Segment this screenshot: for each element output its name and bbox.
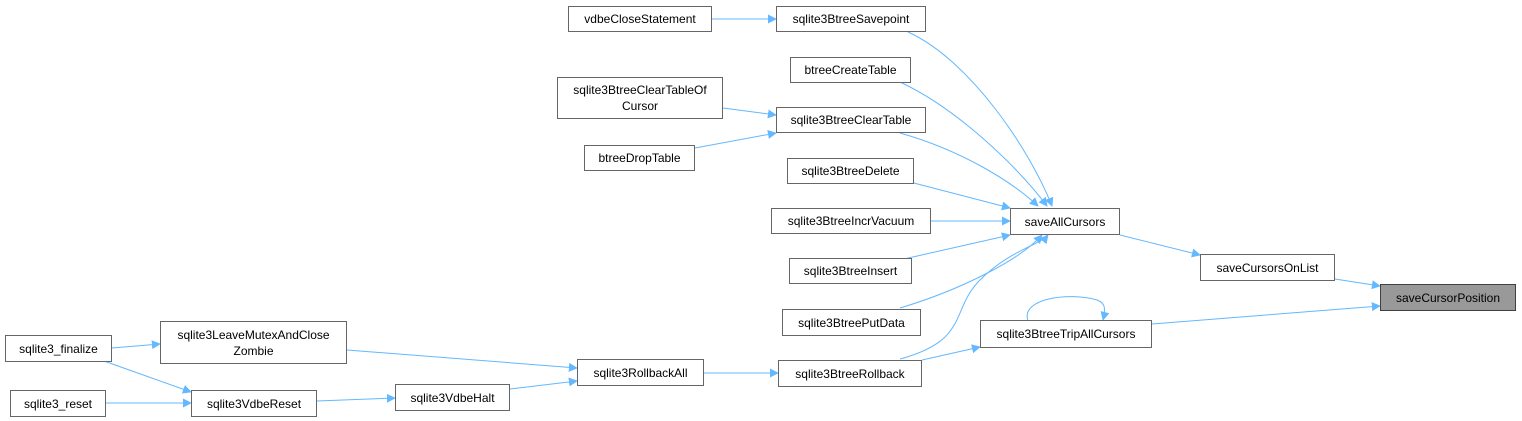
node-sqlite3VdbeReset[interactable]: sqlite3VdbeReset: [191, 390, 317, 417]
node-vdbeCloseStatement[interactable]: vdbeCloseStatement: [568, 6, 712, 32]
node-sqlite3BtreeInsert[interactable]: sqlite3BtreeInsert: [789, 258, 912, 284]
node-sqlite3_reset[interactable]: sqlite3_reset: [10, 390, 106, 417]
edge-sqlite3LeaveMutexAndCloseZombie-to-sqlite3RollbackAll: [346, 349, 578, 372]
edge-sqlite3BtreeClearTable-to-saveAllCursors: [899, 132, 1039, 207]
edge-btreeDropTable-to-sqlite3BtreeClearTable: [694, 130, 777, 149]
edge-sqlite3_finalize-to-sqlite3LeaveMutexAndCloseZombie: [111, 340, 161, 350]
edge-saveAllCursors-to-saveCursorsOnList: [1119, 234, 1201, 258]
node-saveAllCursors[interactable]: saveAllCursors: [1010, 208, 1120, 235]
edge-sqlite3BtreeRollback-to-sqlite3BtreeTripAllCursors: [921, 344, 981, 361]
edge-sqlite3BtreePutData-to-saveAllCursors: [899, 234, 1043, 309]
edge-sqlite3BtreeTripAllCursors-to-saveCursorPosition: [1151, 302, 1381, 325]
edge-btreeCreateTable-to-saveAllCursors: [899, 81, 1048, 207]
node-sqlite3RollbackAll[interactable]: sqlite3RollbackAll: [577, 359, 704, 386]
edge-sqlite3_finalize-to-sqlite3VdbeReset: [103, 360, 192, 394]
node-saveCursorsOnList[interactable]: saveCursorsOnList: [1200, 254, 1335, 281]
node-sqlite3BtreeClearTable[interactable]: sqlite3BtreeClearTable: [776, 107, 926, 133]
node-btreeDropTable[interactable]: btreeDropTable: [584, 145, 695, 171]
edge-sqlite3BtreeSavepoint-to-saveAllCursors: [907, 31, 1054, 207]
node-sqlite3BtreeDelete[interactable]: sqlite3BtreeDelete: [787, 158, 914, 184]
edge-sqlite3BtreeInsert-to-saveAllCursors: [903, 232, 1011, 260]
edge-sqlite3BtreeClearTableOfCursor-to-sqlite3BtreeClearTable: [722, 107, 777, 119]
edge-saveCursorsOnList-to-saveCursorPosition: [1334, 278, 1381, 290]
node-btreeCreateTable[interactable]: btreeCreateTable: [790, 57, 911, 83]
node-sqlite3BtreeSavepoint[interactable]: sqlite3BtreeSavepoint: [776, 6, 926, 32]
node-saveCursorPosition[interactable]: saveCursorPosition: [1380, 284, 1516, 311]
edge-sqlite3VdbeReset-to-sqlite3VdbeHalt: [316, 393, 396, 403]
edge-sqlite3BtreeRollback-to-saveAllCursors: [899, 234, 1049, 360]
node-sqlite3LeaveMutexAndCloseZombie[interactable]: sqlite3LeaveMutexAndClose Zombie: [160, 321, 347, 364]
node-sqlite3VdbeHalt[interactable]: sqlite3VdbeHalt: [395, 384, 510, 411]
node-sqlite3BtreeIncrVacuum[interactable]: sqlite3BtreeIncrVacuum: [771, 208, 931, 234]
edge-sqlite3VdbeHalt-to-sqlite3RollbackAll: [509, 377, 578, 390]
node-sqlite3BtreeClearTableOfCursor[interactable]: sqlite3BtreeClearTableOf Cursor: [557, 77, 723, 119]
node-sqlite3BtreeRollback[interactable]: sqlite3BtreeRollback: [778, 360, 922, 387]
edge-sqlite3BtreeTripAllCursors-self-loop: [1026, 296, 1110, 322]
node-sqlite3_finalize[interactable]: sqlite3_finalize: [5, 335, 112, 362]
node-sqlite3BtreeTripAllCursors[interactable]: sqlite3BtreeTripAllCursors: [980, 320, 1152, 348]
edge-sqlite3BtreeDelete-to-saveAllCursors: [909, 181, 1011, 211]
node-sqlite3BtreePutData[interactable]: sqlite3BtreePutData: [782, 309, 921, 336]
